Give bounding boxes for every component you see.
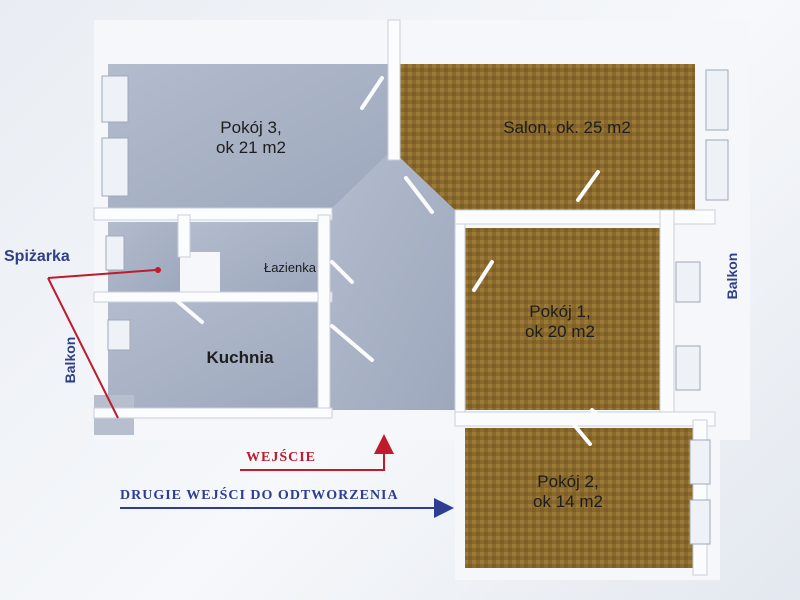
hall-floor [330, 150, 455, 410]
spizarka-pointer-line [47, 269, 157, 279]
room-pokoj3-floor [108, 64, 390, 210]
room-lazienka-floor [190, 222, 322, 292]
label-kuchnia-line1: Kuchnia [206, 348, 274, 367]
room-pokoj2-floor [465, 428, 693, 568]
room-salon-floor [400, 64, 695, 210]
label-lazienka-line1: Łazienka [263, 260, 317, 275]
label-kuchnia: Kuchnia [190, 348, 290, 368]
wejscie-arrow [240, 434, 394, 471]
annotation-balkon-right: Balkon [724, 252, 740, 300]
windows [101, 69, 729, 545]
label-salon: Salon, ok. 25 m2 [482, 118, 652, 138]
doors [174, 76, 606, 446]
label-pokoj2: Pokój 2, ok 14 m2 [513, 472, 623, 513]
spizarka-marker [155, 267, 161, 273]
label-pokoj1-line1: Pokój 1, [529, 302, 591, 321]
label-pokoj3-line1: Pokój 3, [220, 118, 282, 137]
balkon-pointer-line [47, 277, 119, 419]
label-pokoj2-line2: ok 14 m2 [533, 492, 603, 512]
label-lazienka: Łazienka [250, 260, 330, 276]
room-pokoj1-floor [462, 228, 667, 410]
annotation-drugie-wejscie: DRUGIE WEJŚCI DO ODTWORZENIA [120, 488, 399, 503]
annotation-wejscie: WEJŚCIE [246, 450, 317, 465]
annotation-balkon-left: Balkon [62, 336, 78, 384]
label-pokoj1: Pokój 1, ok 20 m2 [505, 302, 615, 343]
label-salon-line1: Salon, ok. 25 m2 [503, 118, 631, 137]
label-pokoj1-line2: ok 20 m2 [525, 322, 595, 342]
annotation-spizarka: Spiżarka [4, 248, 70, 265]
room-kuchnia-floor [108, 302, 324, 410]
label-pokoj2-line1: Pokój 2, [537, 472, 599, 491]
label-pokoj3: Pokój 3, ok 21 m2 [196, 118, 306, 159]
label-pokoj3-line2: ok 21 m2 [216, 138, 286, 158]
